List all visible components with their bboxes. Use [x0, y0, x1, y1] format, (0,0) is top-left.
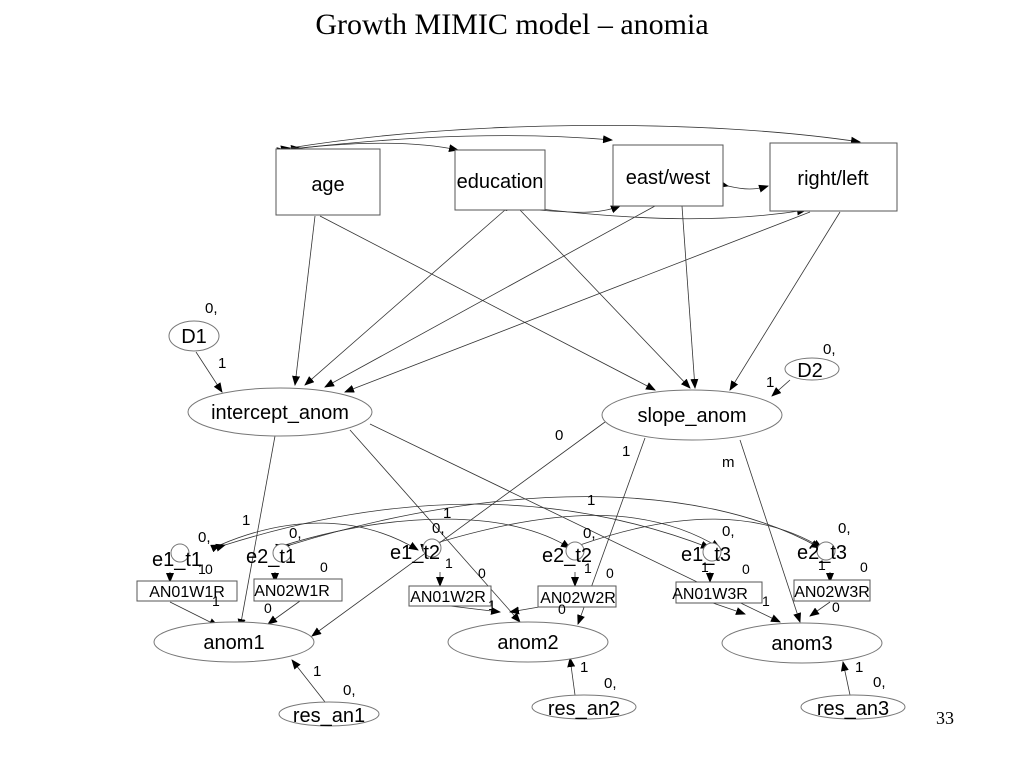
indicator-loading-labels: 1 0 1 0 1 0: [212, 593, 840, 617]
e1-t3-path-zero: 0: [742, 561, 750, 577]
res-an2-path: 1: [580, 659, 588, 676]
node-education-label: education: [457, 171, 544, 193]
node-AN01W1R: AN01W1R: [136, 580, 238, 602]
e1-t3-path-one: 1: [701, 559, 709, 575]
e2-t2-path-one: 1: [584, 560, 592, 576]
node-e2-t1: e2_t1: [246, 546, 296, 568]
error-covariance-arcs: [210, 496, 823, 553]
node-anom1: anom1: [153, 621, 315, 663]
node-D2: D2: [784, 357, 840, 382]
e1-t2-variance: 0,: [432, 520, 445, 537]
res-an1-path: 1: [313, 663, 321, 680]
e2-t1-variance: 0,: [289, 525, 302, 542]
node-AN01W2R: AN01W2R: [408, 585, 492, 607]
node-e1-t2: e1_t2: [390, 542, 440, 564]
node-D1: D1: [168, 320, 220, 352]
slope-loading-t3: m: [722, 454, 735, 471]
AN02W2R-loading: 0: [558, 601, 566, 617]
e1-t2-path-zero: 0: [478, 565, 486, 581]
node-intercept-anom-label: intercept_anom: [211, 402, 349, 424]
node-eastwest: east/west: [612, 144, 724, 207]
slope-loading-t2: 1: [622, 443, 630, 460]
node-intercept-anom: intercept_anom: [187, 387, 373, 437]
node-anom2: anom2: [447, 621, 609, 663]
node-AN01W3R-label: AN01W3R: [672, 586, 748, 603]
page-number: 33: [936, 708, 954, 728]
node-res-an1-label: res_an1: [293, 705, 365, 727]
e1-t1-path-one: 1: [198, 561, 206, 577]
regression-paths: [195, 205, 841, 397]
node-rightleft-label: right/left: [797, 168, 869, 190]
e2-t3-variance: 0,: [838, 520, 851, 537]
node-e1-t3: e1_t3: [681, 544, 731, 566]
e2-t1-path-zero: 0: [320, 559, 328, 575]
node-anom2-label: anom2: [497, 632, 558, 654]
AN02W3R-loading: 0: [832, 599, 840, 615]
node-AN02W2R: AN02W2R: [537, 585, 617, 608]
AN01W2R-loading: 1: [488, 597, 496, 613]
node-slope-anom: slope_anom: [601, 389, 783, 441]
e2-t3-path-zero: 0: [860, 559, 868, 575]
res-an1-variance: 0,: [343, 682, 356, 699]
D1-path-label: 1: [218, 355, 226, 372]
D1-variance-label: 0,: [205, 300, 218, 317]
node-AN02W2R-label: AN02W2R: [540, 590, 616, 607]
node-res-an2-label: res_an2: [548, 698, 620, 720]
node-age: age: [275, 148, 381, 216]
e1-t2-path-one: 1: [445, 555, 453, 571]
node-D2-label: D2: [797, 360, 823, 382]
node-res-an1: res_an1: [278, 701, 380, 727]
node-anom3-label: anom3: [771, 633, 832, 655]
AN02W1R-loading: 0: [264, 600, 272, 616]
node-e2-t2: e2_t2: [542, 545, 592, 567]
node-AN02W3R-label: AN02W3R: [794, 584, 870, 601]
res-an3-path: 1: [855, 659, 863, 676]
e2-t3-path-one: 1: [818, 557, 826, 573]
intercept-loading-t2: 1: [443, 505, 451, 522]
node-D1-label: D1: [181, 326, 207, 348]
e2-t2-variance: 0,: [583, 525, 596, 542]
error-term-labels: 0, 0, 0, 0, 0, 0, 1 0 0 1 0 1 0 1 0 1 0: [198, 520, 868, 581]
slide-title: Growth MIMIC model – anomia: [315, 8, 709, 41]
residual-labels: 1 0, 1 0, 1 0,: [313, 659, 886, 699]
node-rightleft: right/left: [769, 142, 898, 212]
node-res-an3: res_an3: [800, 694, 906, 720]
res-an2-variance: 0,: [604, 675, 617, 692]
node-eastwest-label: east/west: [626, 167, 711, 189]
node-AN01W3R: AN01W3R: [672, 581, 763, 604]
error-terms: [170, 538, 836, 563]
D2-path-label: 1: [766, 374, 774, 391]
intercept-loading-t3: 1: [587, 492, 595, 509]
intercept-loading-t1: 1: [242, 512, 250, 529]
e1-t1-path-zero: 0: [205, 561, 213, 577]
slope-loading-t1: 0: [555, 427, 563, 444]
D2-variance-label: 0,: [823, 341, 836, 358]
node-res-an2: res_an2: [531, 694, 637, 720]
node-AN02W3R: AN02W3R: [793, 579, 871, 602]
AN01W1R-loading: 1: [212, 593, 220, 609]
node-education: education: [454, 149, 546, 211]
node-AN01W1R-label: AN01W1R: [149, 584, 225, 601]
node-anom3: anom3: [721, 622, 883, 664]
node-e1-t1: e1_t1: [152, 549, 202, 571]
e1-t1-variance: 0,: [198, 529, 211, 546]
res-an3-variance: 0,: [873, 674, 886, 691]
node-anom1-label: anom1: [203, 632, 264, 654]
node-AN01W2R-label: AN01W2R: [410, 589, 486, 606]
node-slope-anom-label: slope_anom: [638, 405, 747, 427]
node-AN02W1R-label: AN02W1R: [254, 583, 330, 600]
AN01W3R-loading: 1: [762, 593, 770, 609]
node-age-label: age: [311, 174, 344, 196]
node-AN02W1R: AN02W1R: [253, 578, 343, 602]
e1-t3-variance: 0,: [722, 523, 735, 540]
node-e2-t3: e2_t3: [797, 542, 847, 564]
node-res-an3-label: res_an3: [817, 698, 889, 720]
e2-t2-path-zero: 0: [606, 565, 614, 581]
